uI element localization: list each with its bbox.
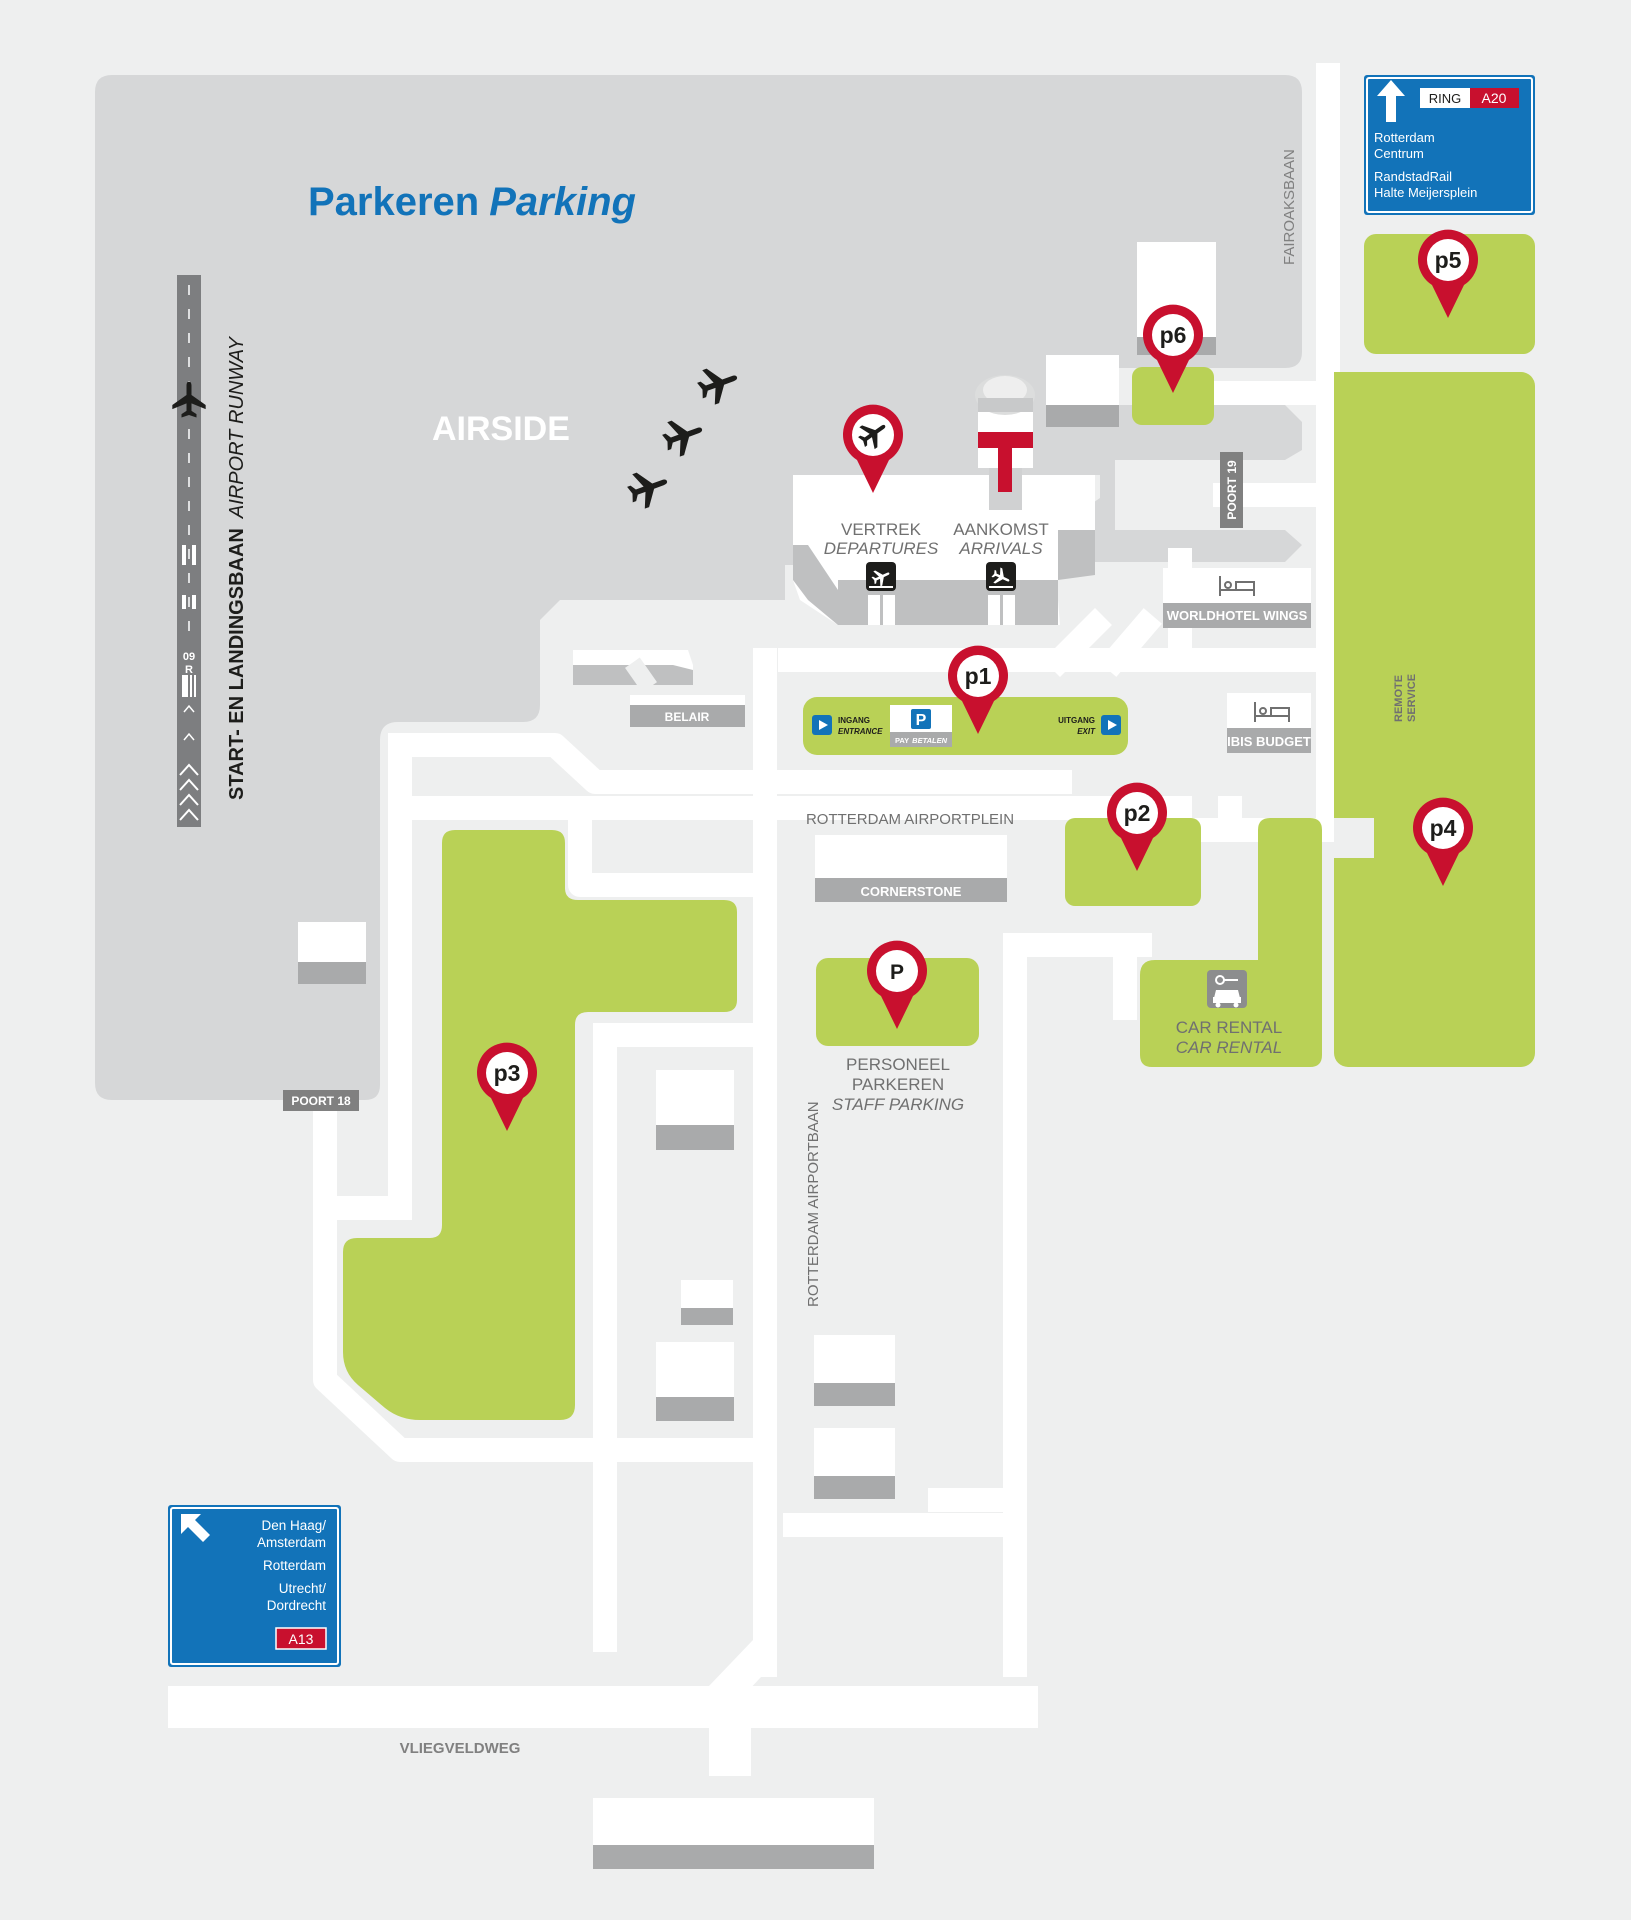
pin-staff-label: P [890,961,904,984]
arrow-up-left-icon [181,1514,210,1542]
hotel-bed-icon [1219,576,1290,722]
poort19-sign [1220,452,1243,528]
worldhotel-label: WORLDHOTEL WINGS [1167,608,1308,623]
runway: 09 R [172,275,206,827]
sign-sw-line1: Den Haag/ [261,1518,326,1533]
pin-p3-label: p3 [494,1060,521,1086]
car-rental-label-en: CAR RENTAL [1176,1038,1282,1057]
runway-side: R [185,664,193,676]
parking-area-p3 [343,830,737,1420]
departures-label-nl: VERTREK [841,520,922,539]
airportplein-label: ROTTERDAM AIRPORTPLEIN [806,811,1014,828]
remote-service-label-1: REMOTE [1393,675,1405,722]
arrivals-label-en: ARRIVALS [958,539,1043,558]
arrivals-label-nl: AANKOMST [953,520,1048,539]
fairoaksbaan-label: FAIROAKSBAAN [1281,149,1298,265]
sign-ne-line3: RandstadRail [1374,169,1452,184]
sign-a13-road: A13 [289,1631,314,1647]
sign-a20-road: A20 [1482,90,1507,106]
sign-ne-line2: Centrum [1374,146,1424,161]
sign-ne-line1: Rotterdam [1374,130,1435,145]
sign-a20: RING A20 Rotterdam Centrum RandstadRail … [1364,75,1535,215]
exit-label-en: EXIT [1077,727,1096,736]
poort18-text: POORT 18 [291,1094,351,1108]
road-network [313,63,1340,1677]
pin-p5[interactable]: p5 [1418,229,1478,318]
belair-label: BELAIR [665,710,710,724]
control-tower [975,375,1035,510]
sign-sw-line2: Amsterdam [257,1535,326,1550]
remote-service-label-2: SERVICE [1406,674,1418,722]
runway-number: 09 [183,651,195,663]
exit-label-nl: UITGANG [1058,716,1095,725]
poort18-sign [283,1090,359,1111]
car-rental-icon [1207,970,1247,1008]
pin-p3[interactable]: p3 [477,1042,537,1131]
sign-ring: RING [1429,91,1462,106]
sign-a13: Den Haag/ Amsterdam Rotterdam Utrecht/ D… [168,1505,341,1667]
pin-p6[interactable]: p6 [1143,304,1203,393]
pin-p4[interactable]: p4 [1413,797,1473,886]
pin-p1-label: p1 [965,663,992,689]
parking-area-p6 [1132,367,1214,425]
arrow-up-icon [1377,80,1405,122]
departures-icon [866,562,896,591]
rotterdam-airportbaan-label: ROTTERDAM AIRPORTBAAN [805,1101,822,1307]
departures-label-en: DEPARTURES [824,539,939,558]
entrance-label-nl: INGANG [838,716,870,725]
pin-p2-label: p2 [1124,800,1151,826]
pay-symbol: P [916,712,927,729]
pin-staff-parking[interactable]: P [867,940,927,1029]
main-road [168,1640,1038,1776]
terminal-labels: VERTREK DEPARTURES AANKOMST ARRIVALS [824,520,1049,558]
pin-p4-label: p4 [1430,815,1457,841]
entrance-label-en: ENTRANCE [838,727,883,736]
pin-p2[interactable]: p2 [1107,782,1167,871]
pin-p5-label: p5 [1435,247,1462,273]
cornerstone-label: CORNERSTONE [861,884,962,899]
sign-sw-line5: Dordrecht [267,1598,327,1613]
parking-area-p1 [803,697,1128,755]
parking-areas [343,234,1535,1420]
parking-area-p4 [1334,372,1535,1067]
airside-area [95,75,1302,1100]
runway-label: START- EN LANDINGSBAANAIRPORT RUNWAY [226,335,248,800]
sign-sw-line4: Utrecht/ [279,1581,327,1596]
arrivals-icon [986,562,1016,591]
parking-area-car-rental [1140,818,1322,1067]
poort19-label: POORT 19 [1225,460,1239,520]
staff-parking-label: PERSONEEL PARKEREN STAFF PARKING [832,1055,964,1114]
ibis-label: IBIS BUDGET [1227,734,1311,749]
sign-sw-line3: Rotterdam [263,1558,326,1573]
sign-ne-line4: Halte Meijersplein [1374,185,1477,200]
vliegveldweg-label: VLIEGVELDWEG [400,1740,521,1757]
car-rental-label-nl: CAR RENTAL [1176,1018,1282,1037]
staff-parking-label-3: STAFF PARKING [832,1095,964,1114]
pin-p6-label: p6 [1160,322,1187,348]
pin-p1[interactable]: p1 [948,645,1008,734]
airside-label: AIRSIDE [432,410,570,448]
staff-parking-label-2: PARKEREN [852,1075,944,1094]
staff-parking-label-1: PERSONEEL [846,1055,950,1074]
